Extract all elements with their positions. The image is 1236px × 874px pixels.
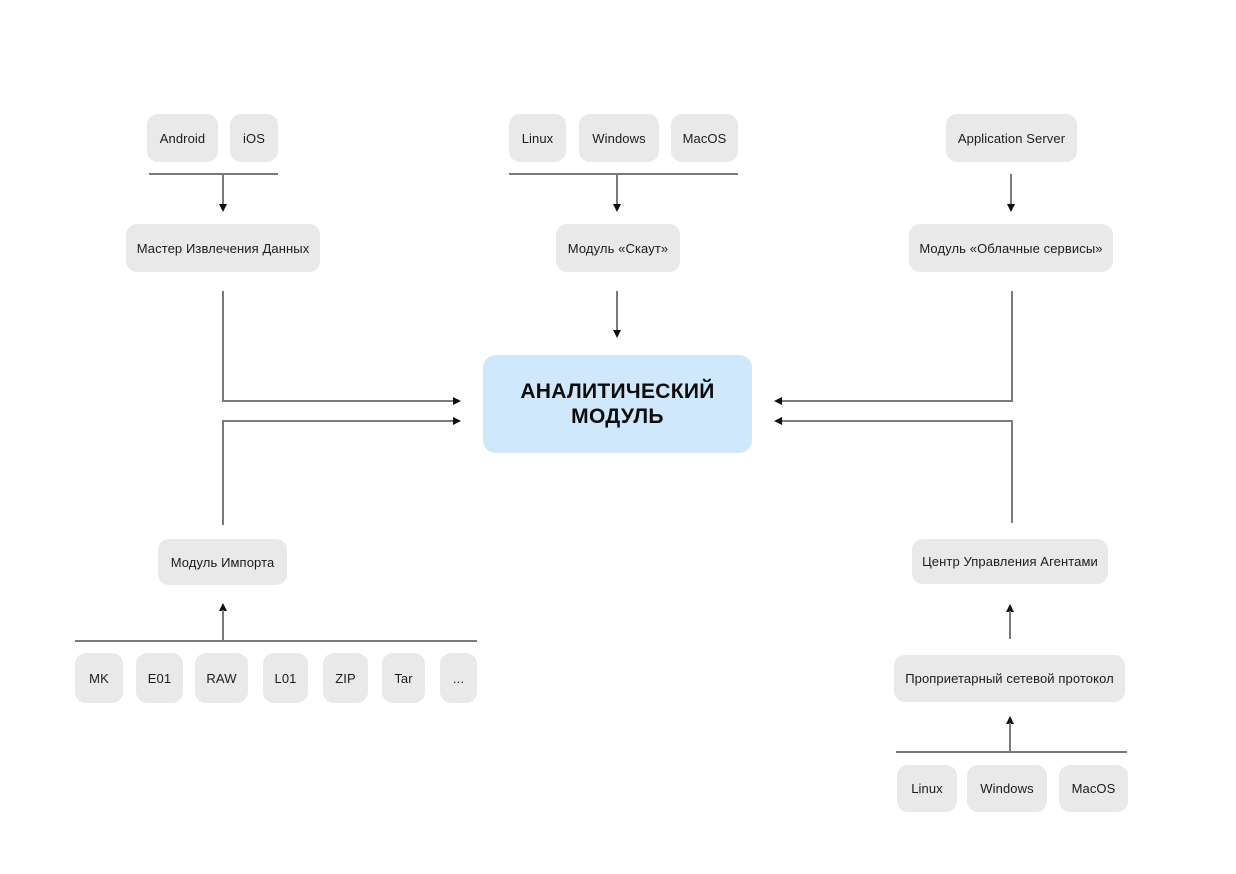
agents-to-center-arrowhead (774, 417, 782, 425)
node-linux-top: Linux (509, 114, 566, 162)
mobile-to-master-arrowhead (219, 204, 227, 212)
node-extraction-master: Мастер Извлечения Данных (126, 224, 320, 272)
import-to-center-vline (222, 420, 224, 525)
node-scout-module: Модуль «Скаут» (556, 224, 680, 272)
master-to-center-arrowhead (453, 397, 461, 405)
import-to-center-arrowhead (453, 417, 461, 425)
formats-to-import-arrowhead (219, 603, 227, 611)
scout-to-center-arrowhead (613, 330, 621, 338)
agents-to-center-hline (781, 420, 1013, 422)
node-windows-bottom: Windows (967, 765, 1047, 812)
node-format-tar: Tar (382, 653, 425, 703)
agents-to-center-vline (1011, 420, 1013, 523)
node-ios: iOS (230, 114, 278, 162)
master-to-center-vline (222, 291, 224, 402)
scout-bus-line (509, 173, 738, 175)
node-linux-bottom: Linux (897, 765, 957, 812)
bus-to-scout-line (616, 175, 618, 205)
node-analytical-module: АНАЛИТИЧЕСКИЙ МОДУЛЬ (483, 355, 752, 453)
node-format-raw: RAW (195, 653, 248, 703)
node-import-module: Модуль Импорта (158, 539, 287, 585)
node-windows-top: Windows (579, 114, 659, 162)
node-format-l01: L01 (263, 653, 308, 703)
node-macos-top: MacOS (671, 114, 738, 162)
formats-bus-line (75, 640, 477, 642)
bus-to-scout-arrowhead (613, 204, 621, 212)
os-to-protocol-line (1009, 723, 1011, 752)
node-application-server: Application Server (946, 114, 1077, 162)
node-format-zip: ZIP (323, 653, 368, 703)
formats-to-import-line (222, 610, 224, 641)
node-agent-control-center: Центр Управления Агентами (912, 539, 1108, 584)
cloud-to-center-arrowhead (774, 397, 782, 405)
import-to-center-hline (222, 420, 454, 422)
os-bus-line (896, 751, 1127, 753)
scout-to-center-line (616, 291, 618, 331)
node-macos-bottom: MacOS (1059, 765, 1128, 812)
protocol-to-agents-line (1009, 611, 1011, 639)
cloud-to-center-hline (781, 400, 1013, 402)
cloud-to-center-vline (1011, 291, 1013, 402)
node-android: Android (147, 114, 218, 162)
node-format-more: ... (440, 653, 477, 703)
appserver-to-cloud-arrowhead (1007, 204, 1015, 212)
os-to-protocol-arrowhead (1006, 716, 1014, 724)
node-proprietary-protocol: Проприетарный сетевой протокол (894, 655, 1125, 702)
protocol-to-agents-arrowhead (1006, 604, 1014, 612)
node-format-e01: E01 (136, 653, 183, 703)
node-cloud-services-module: Модуль «Облачные сервисы» (909, 224, 1113, 272)
mobile-to-master-line (222, 175, 224, 205)
appserver-to-cloud-line (1010, 174, 1012, 205)
master-to-center-hline (222, 400, 454, 402)
mobile-bus-line (149, 173, 278, 175)
node-format-mk: MK (75, 653, 123, 703)
